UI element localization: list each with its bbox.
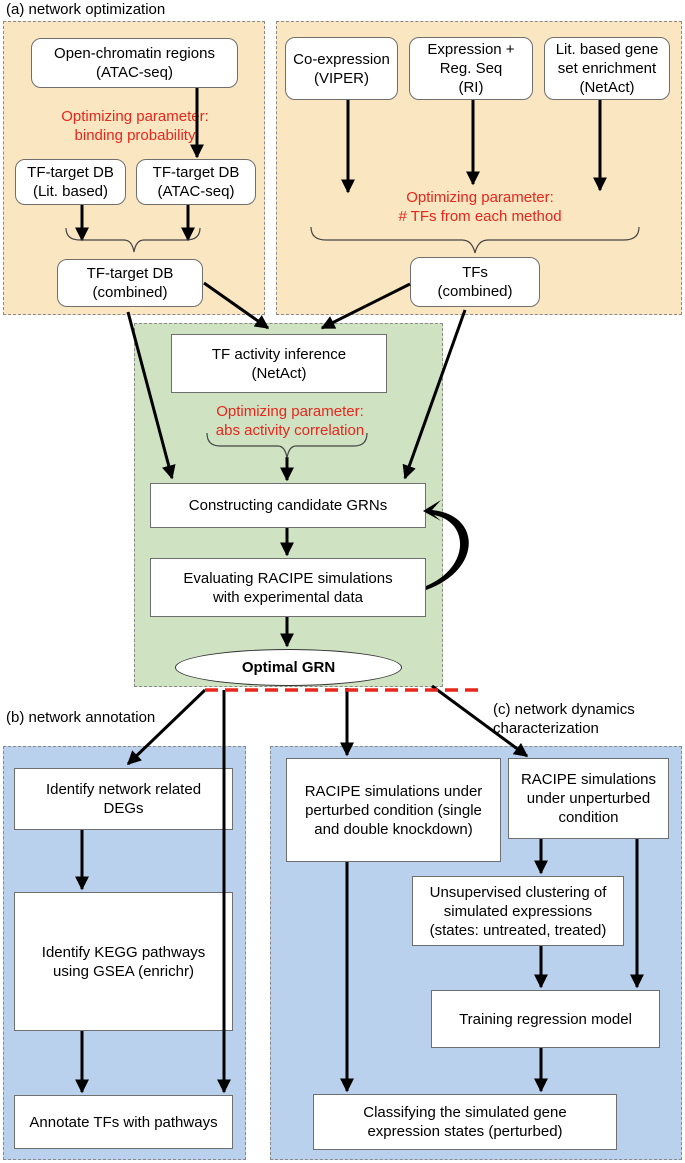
tf-activity-box: TF activity inference (NetAct) (171, 334, 387, 393)
unperturbed-sim-box: RACIPE simulations under unperturbed con… (508, 758, 669, 839)
feedback-loop-arrow (423, 500, 469, 590)
param-binding-probability: Optimizing parameter: binding probabilit… (61, 108, 209, 144)
arrow-dbcomb-to-grns (126, 311, 176, 480)
arrow-optimal-to-degs (126, 688, 207, 766)
arrow-optimal-to-unperturbed (431, 684, 529, 758)
tf-db-atac-box: TF-target DB (ATAC-seq) (136, 159, 256, 205)
expression-reg-box: Expression + Reg. Seq (RI) (409, 37, 533, 100)
arrow-tfs-to-grns (402, 309, 467, 480)
optimal-grn-ellipse: Optimal GRN (175, 649, 402, 686)
annotate-tfs-box: Annotate TFs with pathways (14, 1095, 233, 1149)
brace-tfs (310, 226, 640, 254)
panel-a-label: (a) network optimization (6, 1, 166, 18)
tf-db-combined-box: TF-target DB (combined) (57, 259, 203, 307)
identify-degs-box: Identify network related DEGs (14, 768, 233, 830)
open-chromatin-box: Open-chromatin regions (ATAC-seq) (31, 38, 238, 88)
tfs-combined-box: TFs (combined) (410, 257, 540, 307)
param-activity-correlation: Optimizing parameter: abs activity corre… (215, 403, 365, 439)
perturbed-sim-box: RACIPE simulations under perturbed condi… (286, 758, 501, 862)
brace-db (65, 227, 201, 253)
arrow-tfs-to-activity (320, 282, 411, 330)
lit-gene-set-box: Lit. based gene set enrichment (NetAct) (544, 37, 670, 100)
tf-db-lit-box: TF-target DB (Lit. based) (15, 159, 126, 205)
panel-c-label: (c) network dynamics characterization (493, 701, 635, 737)
classifying-box: Classifying the simulated gene expressio… (313, 1094, 617, 1150)
candidate-grns-box: Constructing candidate GRNs (150, 483, 426, 528)
identify-kegg-box: Identify KEGG pathways using GSEA (enric… (14, 892, 233, 1031)
clustering-box: Unsupervised clustering of simulated exp… (412, 876, 624, 946)
panel-b-label: (b) network annotation (6, 709, 156, 726)
coexpression-box: Co-expression (VIPER) (285, 37, 398, 100)
evaluating-box: Evaluating RACIPE simulations with exper… (150, 558, 426, 617)
brace-activity (206, 432, 368, 459)
param-tfs-count: Optimizing parameter: # TFs from each me… (398, 189, 562, 225)
training-box: Training regression model (431, 990, 660, 1048)
arrow-dbcomb-to-activity (203, 281, 270, 330)
